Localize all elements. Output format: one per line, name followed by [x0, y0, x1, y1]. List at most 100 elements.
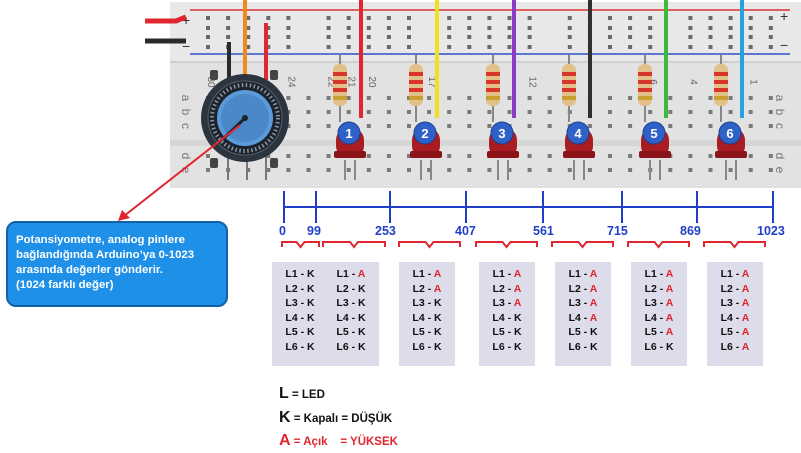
led-state-row: L6 - K: [272, 340, 328, 355]
row-letter: e: [773, 167, 787, 174]
row-letter: c: [773, 123, 787, 129]
led-state-value: K: [434, 297, 442, 310]
range-bracket: [703, 241, 766, 249]
led-state-label: L4 -: [644, 311, 666, 324]
power-wire-red: [145, 14, 187, 24]
led-state-label: L5 -: [412, 326, 434, 339]
range-bracket: [627, 241, 690, 249]
led-state-label: L4 -: [285, 311, 307, 324]
led-state-value: K: [590, 340, 598, 353]
led-state-label: L6 -: [412, 340, 434, 353]
led-state-value: K: [666, 340, 674, 353]
led-state-row: L2 - A: [399, 282, 455, 297]
led-state-row: L4 - A: [707, 311, 763, 326]
value-scale-ticks: [283, 191, 774, 223]
led-assembly: 3: [486, 0, 519, 180]
callout-arrow: [123, 124, 241, 217]
led-state-value: K: [434, 340, 442, 353]
led-state-value: A: [665, 282, 674, 295]
scale-value: 407: [455, 224, 476, 238]
led-state-label: L2 -: [336, 282, 358, 295]
led-state-label: L5 -: [568, 326, 590, 339]
led-state-value: K: [307, 297, 315, 310]
column-number: 6: [647, 79, 658, 85]
led-state-row: L3 - K: [323, 296, 379, 311]
column-number: 30: [205, 76, 216, 88]
led-number-badge: [566, 121, 590, 145]
led-state-row: L2 - A: [555, 282, 611, 297]
led-state-row: L2 - K: [272, 282, 328, 297]
led-state-value: K: [358, 297, 366, 310]
led-state-label: L4 -: [720, 311, 742, 324]
led-state-row: L2 - A: [707, 282, 763, 297]
led-state-row: L3 - A: [707, 296, 763, 311]
led-state-label: L1 -: [492, 268, 514, 280]
legend-off: K = Kapalı = DÜŞÜK: [279, 409, 393, 426]
led-state-row: L5 - K: [399, 325, 455, 340]
led-state-row: L1 - A: [399, 267, 455, 282]
range-bracket: [281, 241, 320, 249]
led-state-label: L1 -: [412, 268, 434, 280]
led-state-value: A: [741, 311, 750, 324]
range-bracket: [551, 241, 614, 249]
led-state-label: L5 -: [336, 326, 358, 339]
led-state-value: A: [741, 297, 750, 310]
callout-line: bağlandığında Arduino’ya 0-1023: [16, 249, 195, 261]
led-state-row: L5 - A: [631, 325, 687, 340]
led-state-row: L4 - K: [272, 311, 328, 326]
column-number: 21: [346, 76, 357, 88]
column-number: 1: [748, 79, 759, 85]
row-letter: a: [179, 95, 193, 102]
led-assembly: 4: [562, 0, 595, 180]
led-state-value: A: [665, 326, 674, 339]
led-state-value: A: [513, 268, 522, 280]
led-state-row: L3 - A: [631, 296, 687, 311]
minus-symbol: −: [182, 38, 190, 54]
led-state-value: K: [434, 311, 442, 324]
led-state-row: L4 - A: [555, 311, 611, 326]
led-number: 2: [421, 126, 428, 141]
led-state-row: L1 - A: [631, 267, 687, 282]
led-state-label: L3 -: [492, 297, 514, 310]
led-state-value: K: [307, 326, 315, 339]
led-state-row: L5 - K: [323, 325, 379, 340]
led-state-value: A: [741, 340, 750, 353]
led-state-row: L6 - K: [399, 340, 455, 355]
led-state-label: L3 -: [336, 297, 358, 310]
led-number-badge: [337, 121, 361, 145]
column-number: 12: [527, 76, 538, 88]
led-state-row: L4 - A: [631, 311, 687, 326]
led-state-value: A: [665, 268, 674, 280]
led-state-label: L2 -: [285, 282, 307, 295]
led-state-label: L1 -: [568, 268, 590, 280]
led-state-label: L4 -: [568, 311, 590, 324]
power-rail-area: [170, 2, 801, 62]
led-state-row: L6 - K: [323, 340, 379, 355]
led-state-row: L5 - K: [555, 325, 611, 340]
led-state-value: K: [434, 326, 442, 339]
led-state-value: K: [514, 340, 522, 353]
callout-line: Potansiyometre, analog pinlere: [16, 234, 186, 246]
callout-arrow-head: [118, 210, 130, 221]
range-bracket: [398, 241, 461, 249]
led-state-label: L6 -: [285, 340, 307, 353]
row-letter: e: [179, 167, 193, 174]
led-state-row: L1 - A: [555, 267, 611, 282]
led-number: 1: [345, 126, 352, 141]
led-state-label: L2 -: [412, 282, 434, 295]
led-state-row: L2 - K: [323, 282, 379, 297]
led-state-value: K: [307, 282, 315, 295]
scale-value: 715: [607, 224, 628, 238]
led-state-row: L6 - K: [555, 340, 611, 355]
row-letter: b: [179, 109, 193, 116]
led-state-row: L5 - K: [479, 325, 535, 340]
